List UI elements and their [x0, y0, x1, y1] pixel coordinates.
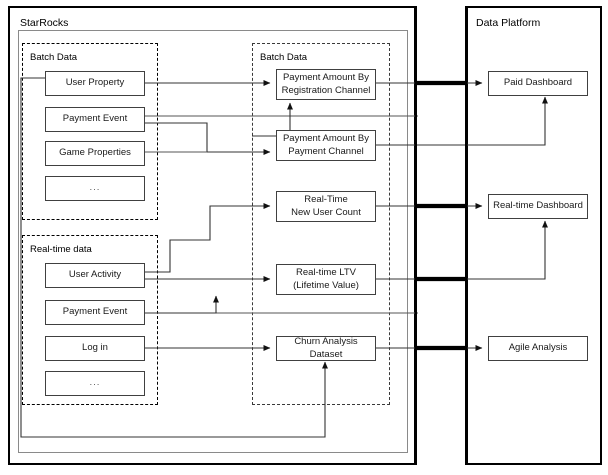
- node-label-line2: New User Count: [291, 206, 361, 218]
- group-batch-data-middle-title: Batch Data: [260, 52, 307, 63]
- node-churn-analysis-dataset[interactable]: Churn Analysis Dataset: [276, 336, 376, 361]
- node-label: Churn Analysis Dataset: [294, 336, 358, 360]
- node-batch-more[interactable]: ...: [45, 176, 145, 201]
- node-user-property[interactable]: User Property: [45, 71, 145, 96]
- node-label-line1: Real-time LTV: [295, 267, 356, 279]
- node-label-line2: (Lifetime Value): [293, 279, 359, 291]
- node-label: ...: [89, 377, 101, 389]
- node-realtime-ltv[interactable]: Real-time LTV (Lifetime Value): [276, 264, 376, 295]
- node-label: Game Properties: [59, 147, 131, 159]
- node-payment-amount-registration-channel[interactable]: Payment Amount By Registration Channel: [276, 69, 376, 100]
- node-paid-dashboard[interactable]: Paid Dashboard: [488, 71, 588, 96]
- node-log-in[interactable]: Log in: [45, 336, 145, 361]
- node-label: Paid Dashboard: [503, 77, 573, 89]
- node-agile-analysis[interactable]: Agile Analysis: [488, 336, 588, 361]
- node-realtime-dashboard[interactable]: Real-time Dashboard: [488, 194, 588, 219]
- node-label-line1: Real-Time: [304, 194, 348, 206]
- node-label: ...: [89, 182, 101, 194]
- node-realtime-more[interactable]: ...: [45, 371, 145, 396]
- node-payment-event-batch[interactable]: Payment Event: [45, 107, 145, 132]
- node-user-activity[interactable]: User Activity: [45, 263, 145, 288]
- node-label: Payment Event: [62, 306, 128, 318]
- node-label: Log in: [82, 342, 108, 354]
- starrocks-title: StarRocks: [20, 17, 69, 29]
- data-platform-title: Data Platform: [476, 17, 541, 29]
- node-label-line1: Payment Amount By: [282, 72, 370, 84]
- node-label: Real-time Dashboard: [493, 200, 583, 212]
- node-label: User Activity: [68, 269, 122, 281]
- node-game-properties[interactable]: Game Properties: [45, 141, 145, 166]
- node-label: User Property: [65, 77, 125, 89]
- node-label-line2: Payment Channel: [288, 145, 364, 157]
- node-payment-amount-payment-channel[interactable]: Payment Amount By Payment Channel: [276, 130, 376, 161]
- node-label: Agile Analysis: [508, 342, 568, 354]
- group-realtime-data-left-title: Real-time data: [30, 244, 92, 255]
- node-realtime-new-user-count[interactable]: Real-Time New User Count: [276, 191, 376, 222]
- node-label: Payment Event: [62, 113, 128, 125]
- node-label-line2: Registration Channel: [281, 84, 371, 96]
- group-batch-data-left-title: Batch Data: [30, 52, 77, 63]
- node-label-line1: Payment Amount By: [282, 133, 370, 145]
- node-payment-event-realtime[interactable]: Payment Event: [45, 300, 145, 325]
